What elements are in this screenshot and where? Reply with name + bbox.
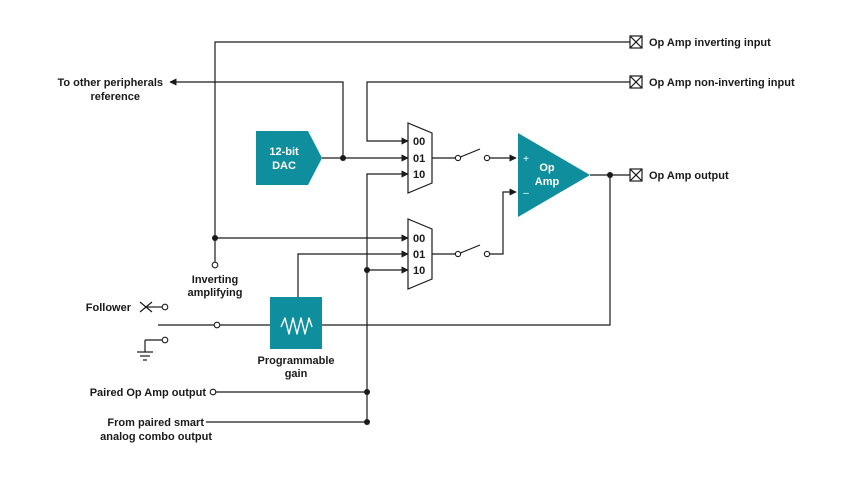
lower-switch-blade (457, 244, 481, 255)
junction-lower-10 (364, 267, 370, 273)
junction-from-paired (364, 419, 370, 425)
programmable-gain-block (270, 297, 322, 349)
op-amp-triangle (518, 133, 590, 217)
upper-switch-pin-a (454, 154, 462, 162)
terminal-icon-non-inverting (629, 75, 643, 89)
label-inverting: Inverting (192, 274, 238, 286)
upper-switch-blade (457, 148, 481, 159)
op-amp-label-line1: Op (539, 162, 555, 174)
lower-switch-pin-a (454, 250, 462, 258)
mux-lower-label-01: 01 (413, 249, 425, 261)
label-op-amp-non-inverting-input: Op Amp non-inverting input (649, 77, 795, 89)
terminal-icon-inverting (629, 35, 643, 49)
dac-label-line2: DAC (272, 160, 296, 172)
label-follower: Follower (86, 302, 132, 314)
wire-lower-mux-01 (297, 250, 409, 297)
wire-peripheral-reference (169, 78, 344, 158)
junction-output (607, 172, 613, 178)
junction-inverting (212, 235, 218, 241)
wire-to-minus (487, 188, 517, 255)
dac-label-line1: 12-bit (269, 146, 299, 158)
lower-switch-pin-b (483, 250, 491, 258)
wires (137, 41, 630, 423)
label-programmable: Programmable (257, 355, 334, 367)
wire-upper-mux-10 (366, 170, 409, 422)
inverting-pin (211, 261, 219, 269)
ground-pin (161, 336, 169, 344)
mux-upper (407, 122, 433, 194)
input-select-pin (213, 321, 221, 329)
label-analog-combo-output: analog combo output (100, 431, 212, 443)
label-op-amp-inverting-input: Op Amp inverting input (649, 37, 771, 49)
mux-upper-label-10: 10 (413, 169, 425, 181)
wire-feedback (322, 175, 611, 326)
mux-lower (407, 218, 433, 290)
follower-pin (161, 303, 169, 311)
dac-block (256, 131, 322, 185)
label-amplifying: amplifying (187, 287, 242, 299)
wire-inverting-input (214, 41, 630, 262)
op-amp-minus-sign: – (523, 188, 529, 199)
paired-output-pin (209, 388, 217, 396)
resistor-icon (280, 317, 313, 335)
label-from-paired-smart: From paired smart (107, 417, 204, 429)
mux-lower-label-00: 00 (413, 233, 425, 245)
mux-upper-label-00: 00 (413, 136, 425, 148)
terminal-icon-output (629, 168, 643, 182)
label-op-amp-output: Op Amp output (649, 170, 729, 182)
label-paired-op-amp-output: Paired Op Amp output (90, 387, 207, 399)
label-to-other-peripherals: To other peripherals (57, 77, 163, 89)
mux-lower-label-10: 10 (413, 265, 425, 277)
label-gain: gain (285, 368, 308, 380)
wire-non-inverting-input (366, 81, 630, 145)
upper-switch-pin-b (483, 154, 491, 162)
op-amp-label-line2: Amp (535, 176, 560, 188)
junction-paired-output (364, 389, 370, 395)
label-reference: reference (90, 91, 140, 103)
op-amp-plus-sign: + (523, 154, 529, 165)
junction-dac (340, 155, 346, 161)
mux-upper-label-01: 01 (413, 153, 425, 165)
